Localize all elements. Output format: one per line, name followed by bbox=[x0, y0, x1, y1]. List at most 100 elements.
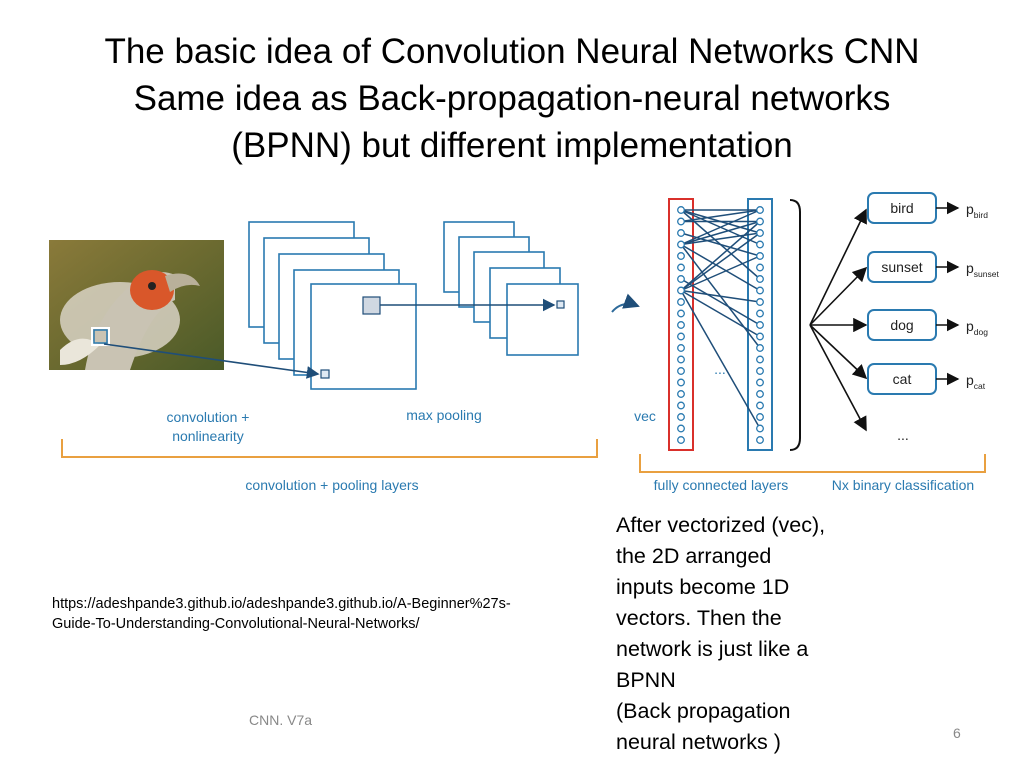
neuron-node bbox=[677, 355, 685, 364]
fc-link bbox=[680, 232, 761, 257]
fc-link bbox=[680, 290, 761, 429]
fc-link bbox=[680, 209, 761, 246]
pool-feature-maps bbox=[443, 221, 579, 356]
fc-link bbox=[680, 220, 761, 292]
neuron-node bbox=[677, 240, 685, 249]
neuron-node bbox=[756, 286, 764, 295]
neuron-node bbox=[756, 298, 764, 306]
neuron-node bbox=[756, 355, 764, 364]
neuron-node bbox=[756, 367, 764, 375]
source-url[interactable]: https://adeshpande3.github.io/adeshpande… bbox=[52, 594, 511, 634]
neuron-node bbox=[756, 390, 764, 398]
class-dog: dog pdog bbox=[867, 309, 988, 341]
input-nodes bbox=[677, 206, 685, 444]
slide-title: The basic idea of Convolution Neural Net… bbox=[40, 28, 984, 169]
neuron-node bbox=[756, 332, 764, 341]
neuron-node bbox=[677, 298, 685, 306]
neuron-node bbox=[677, 367, 685, 375]
label-max-pooling: max pooling bbox=[406, 407, 482, 423]
curved-arrow bbox=[611, 293, 640, 313]
conv-highlight bbox=[362, 296, 381, 315]
prob-bird: pbird bbox=[966, 201, 988, 220]
neuron-node bbox=[677, 217, 685, 226]
neuron-node bbox=[677, 321, 685, 329]
class-cat-label: cat bbox=[893, 371, 912, 387]
neuron-node bbox=[756, 436, 764, 444]
explanation-note: After vectorized (vec), the 2D arranged … bbox=[616, 510, 916, 758]
label-convolution-1: convolution + bbox=[167, 409, 250, 425]
note-line-1: After vectorized (vec), bbox=[616, 513, 826, 537]
note-line-7: (Back propagation bbox=[616, 699, 791, 723]
pool-patch bbox=[556, 300, 565, 309]
neuron-node bbox=[677, 332, 685, 341]
output-bracket bbox=[789, 199, 801, 451]
prob-sunset: psunset bbox=[966, 260, 999, 279]
conv-feature-maps bbox=[248, 221, 417, 390]
neuron-node bbox=[677, 436, 685, 444]
neuron-node bbox=[677, 286, 685, 295]
bird-photo bbox=[49, 240, 224, 370]
fc-link bbox=[680, 209, 761, 223]
neuron-node bbox=[756, 344, 764, 352]
image-to-conv-arrow bbox=[103, 343, 320, 379]
fc-link bbox=[680, 244, 761, 349]
neuron-node bbox=[756, 263, 764, 272]
prob-cat: pcat bbox=[966, 372, 986, 391]
neuron-node bbox=[756, 321, 764, 329]
class-cat: cat pcat bbox=[867, 363, 986, 395]
neuron-node bbox=[677, 344, 685, 352]
fc-link bbox=[680, 255, 761, 292]
neuron-node bbox=[756, 206, 764, 214]
fc-link bbox=[680, 232, 761, 292]
fc-link bbox=[680, 232, 761, 246]
footer-label: CNN. V7a bbox=[249, 712, 313, 728]
class-sunset-label: sunset bbox=[881, 259, 922, 275]
note-line-2: the 2D arranged bbox=[616, 544, 772, 568]
hidden-nodes bbox=[756, 206, 764, 444]
neuron-node bbox=[677, 206, 685, 214]
conv-patch bbox=[320, 369, 330, 379]
page-number: 6 bbox=[953, 725, 961, 741]
source-url-line-2[interactable]: Guide-To-Understanding-Convolutional-Neu… bbox=[52, 616, 420, 632]
note-line-6: BPNN bbox=[616, 668, 676, 692]
note-line-3: inputs become 1D bbox=[616, 575, 790, 599]
neuron-node bbox=[677, 275, 685, 283]
neuron-node bbox=[756, 252, 764, 260]
note-line-4: vectors. Then the bbox=[616, 606, 782, 630]
class-ellipsis: ... bbox=[897, 427, 909, 443]
neuron-node bbox=[677, 378, 685, 387]
class-bird-label: bird bbox=[890, 200, 913, 216]
title-line-3: (BPNN) but different implementation bbox=[231, 126, 793, 165]
neuron-node bbox=[677, 401, 685, 410]
fc-link bbox=[680, 278, 761, 326]
neuron-node bbox=[756, 229, 764, 237]
source-url-line-1[interactable]: https://adeshpande3.github.io/adeshpande… bbox=[52, 596, 511, 612]
label-conv-pool-layers: convolution + pooling layers bbox=[245, 477, 418, 493]
label-fully-connected: fully connected layers bbox=[654, 477, 789, 493]
label-binary-classification: Nx binary classification bbox=[832, 477, 974, 493]
neuron-node bbox=[756, 217, 764, 226]
fc-link bbox=[680, 220, 761, 246]
neuron-node bbox=[677, 424, 685, 433]
title-line-1: The basic idea of Convolution Neural Net… bbox=[104, 32, 920, 71]
fc-bracket bbox=[639, 454, 986, 473]
neuron-node bbox=[756, 413, 764, 421]
neuron-node bbox=[677, 309, 685, 318]
fc-link bbox=[680, 289, 761, 338]
neuron-node bbox=[677, 263, 685, 272]
note-line-8: neural networks ) bbox=[616, 730, 781, 754]
neuron-node bbox=[756, 401, 764, 410]
fanout-arrows bbox=[809, 208, 868, 432]
neuron-node bbox=[677, 229, 685, 237]
label-convolution-2: nonlinearity bbox=[172, 428, 244, 444]
class-dog-label: dog bbox=[890, 317, 913, 333]
neuron-node bbox=[756, 240, 764, 249]
neuron-node bbox=[756, 424, 764, 433]
title-line-2: Same idea as Back-propagation-neural net… bbox=[133, 79, 891, 118]
neuron-node bbox=[756, 309, 764, 318]
note-line-5: network is just like a bbox=[616, 637, 809, 661]
fc-link bbox=[680, 243, 761, 292]
neuron-node bbox=[756, 275, 764, 283]
neuron-node bbox=[677, 252, 685, 260]
